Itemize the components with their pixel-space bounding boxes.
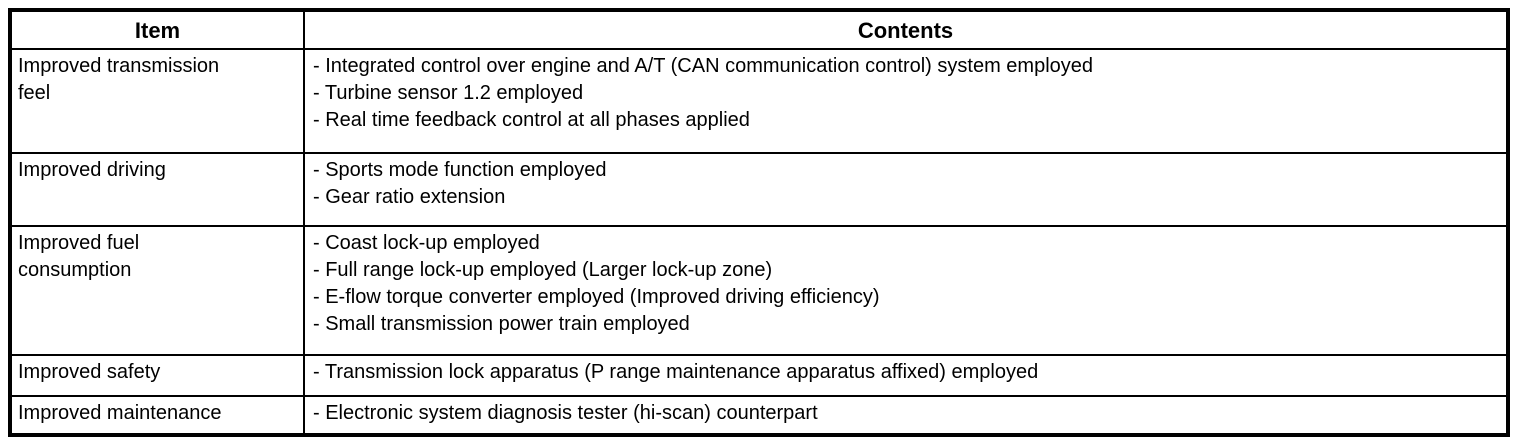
item-cell: Improved maintenance [9,395,305,436]
item-cell: Improved fuel consumption [9,225,305,356]
contents-line: - Real time feedback control at all phas… [313,109,750,131]
table-row: Improved driving - Sports mode function … [9,152,1509,227]
contents-cell: - Electronic system diagnosis tester (hi… [303,395,1509,436]
contents-line: - Electronic system diagnosis tester (hi… [313,402,818,424]
item-cell: Improved safety [9,354,305,397]
contents-cell: - Coast lock-up employed - Full range lo… [303,225,1509,356]
table-row: Improved transmission feel - Integrated … [9,48,1509,154]
contents-line: - E-flow torque converter employed (Impr… [313,286,880,308]
contents-line: - Full range lock-up employed (Larger lo… [313,259,773,281]
table-row: Improved maintenance - Electronic system… [9,395,1509,436]
contents-line: - Small transmission power train employe… [313,313,690,335]
contents-line: - Integrated control over engine and A/T… [313,55,1093,77]
contents-line: - Gear ratio extension [313,186,506,208]
contents-line: - Transmission lock apparatus (P range m… [313,361,1039,383]
table-row: Improved safety - Transmission lock appa… [9,354,1509,397]
header-row: Item Contents [9,9,1509,50]
table-row: Improved fuel consumption - Coast lock-u… [9,225,1509,356]
item-cell: Improved driving [9,152,305,227]
item-cell: Improved transmission feel [9,48,305,154]
contents-cell: - Transmission lock apparatus (P range m… [303,354,1509,397]
contents-cell: - Sports mode function employed - Gear r… [303,152,1509,227]
at-improvements-table: Item Contents Improved transmission feel… [8,8,1510,437]
contents-line: - Sports mode function employed [313,159,607,181]
contents-line: - Coast lock-up employed [313,232,540,254]
column-header-item: Item [9,9,305,50]
contents-cell: - Integrated control over engine and A/T… [303,48,1509,154]
contents-line: - Turbine sensor 1.2 employed [313,82,584,104]
column-header-contents: Contents [303,9,1509,50]
